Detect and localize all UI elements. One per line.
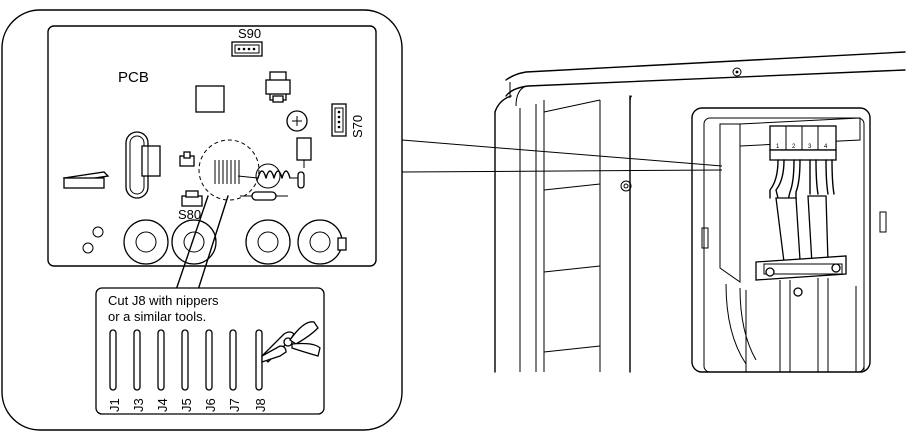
screw-icon xyxy=(793,287,803,297)
svg-text:1: 1 xyxy=(776,144,780,150)
s80-label: S80 xyxy=(178,207,201,222)
instruction-text-line1: Cut J8 with nippers xyxy=(108,293,219,308)
s90-label: S90 xyxy=(238,26,261,41)
jumper-label-j8: J8 xyxy=(253,398,268,412)
jumper-pad xyxy=(179,151,195,167)
capacitor-component xyxy=(286,110,308,132)
s80-connector: S80 xyxy=(178,190,203,222)
svg-text:4: 4 xyxy=(824,144,828,150)
jumper-label-j3: J3 xyxy=(131,398,146,412)
jumper-callout: Cut J8 with nippers or a similar tools. … xyxy=(95,287,325,415)
power-wires xyxy=(769,159,835,201)
terminal-block: 1 2 3 4 xyxy=(769,125,837,161)
screw-icon xyxy=(620,180,632,192)
s70-label: S70 xyxy=(350,115,365,138)
jumper-label-j5: J5 xyxy=(179,398,194,412)
inductor-component xyxy=(237,163,305,189)
relay-component xyxy=(265,71,291,103)
pcb-detail-panel: PCB S90 xyxy=(1,9,403,431)
nippers-icon xyxy=(261,321,321,363)
mounting-hole xyxy=(82,242,94,254)
svg-text:2: 2 xyxy=(792,144,796,150)
ferrite-components xyxy=(123,219,347,265)
cable-clamp xyxy=(755,255,847,297)
jumper-wires xyxy=(109,329,263,391)
svg-text:3: 3 xyxy=(808,144,812,150)
cables-down xyxy=(725,278,829,372)
resistor-component xyxy=(240,191,288,201)
oval-coil xyxy=(125,131,161,199)
cable-sleeves xyxy=(775,195,829,265)
chip-component xyxy=(195,85,225,113)
mounting-hole xyxy=(92,226,104,238)
s70-connector: S70 xyxy=(331,103,365,138)
jumper-label-j7: J7 xyxy=(227,398,242,412)
outdoor-unit: 1 2 3 4 xyxy=(494,51,906,373)
pointer-lines xyxy=(401,139,723,173)
jumper-label-j4: J4 xyxy=(155,398,170,412)
jumper-area-highlight xyxy=(198,139,260,201)
box-component xyxy=(296,137,312,168)
screw-icon xyxy=(732,67,742,77)
pcb-label: PCB xyxy=(118,69,149,86)
jumper-label-j6: J6 xyxy=(203,398,218,412)
s90-connector: S90 xyxy=(231,26,263,57)
pcb-board: PCB S90 xyxy=(47,25,377,267)
jumper-label-j1: J1 xyxy=(107,398,122,412)
instruction-text-line2: or a similar tools. xyxy=(108,309,206,324)
block-component xyxy=(62,171,110,189)
